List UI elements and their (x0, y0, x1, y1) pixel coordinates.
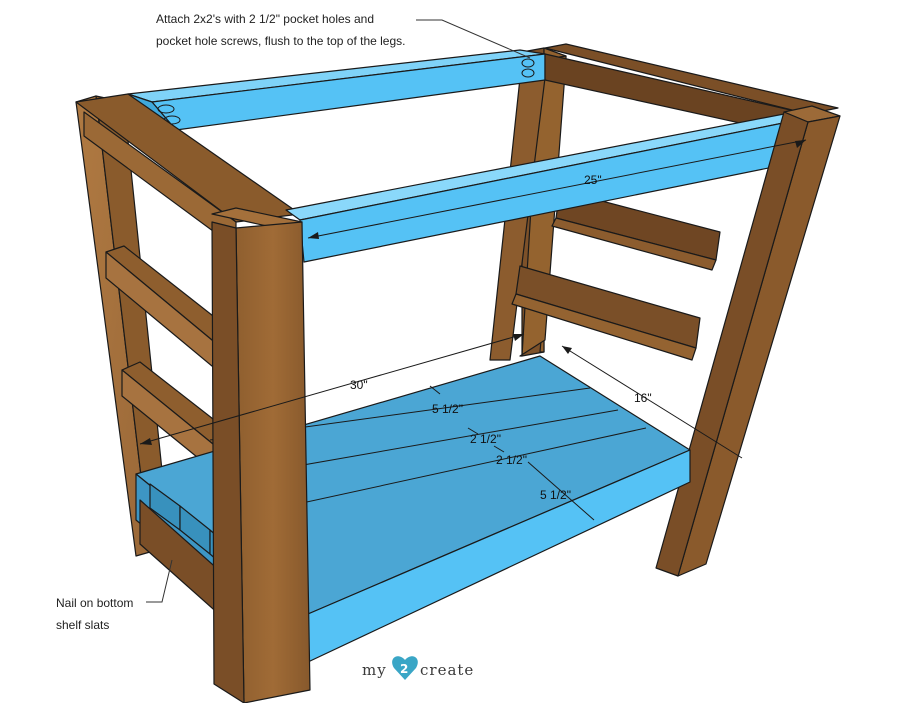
nail-note: Nail on bottom shelf slats (56, 592, 133, 636)
svg-text:my: my (362, 661, 387, 679)
front-right-leg (655, 105, 841, 577)
dim-label-slat-4: 5 1/2" (540, 488, 571, 502)
heart-icon (392, 656, 418, 680)
dim-label-slat-1: 5 1/2" (432, 402, 463, 416)
dim-shelf-length: 30" (139, 333, 525, 445)
dim-apron-width: 25" (307, 139, 807, 239)
dim-label-shelf-length: 30" (350, 378, 368, 392)
my-love-2-create-logo: my 2 create (362, 656, 474, 680)
slat-seam (269, 427, 647, 511)
attach-note-line-1: Attach 2x2's with 2 1/2" pocket holes an… (156, 12, 375, 26)
svg-text:create: create (420, 661, 474, 679)
dim-slat-4: 5 1/2" (527, 461, 595, 521)
svg-text:2: 2 (400, 662, 408, 676)
attach-note: Attach 2x2's with 2 1/2" pocket holes an… (156, 8, 405, 52)
dim-shelf-depth: 16" (561, 345, 743, 459)
right-side-lower-rail (511, 265, 701, 361)
front-left-leg (211, 207, 311, 703)
back-apron (127, 49, 546, 131)
dim-label-shelf-depth: 16" (634, 391, 652, 405)
dim-label-slat-3: 2 1/2" (496, 453, 527, 467)
dim-label-apron-width: 25" (584, 173, 602, 187)
pocket-hole-icon (521, 58, 535, 68)
nail-note-line-1: Nail on bottom (56, 596, 134, 610)
top-right-side-rail (544, 43, 839, 139)
pocket-hole-icon (157, 104, 175, 114)
dim-label-slat-2: 2 1/2" (470, 432, 501, 446)
pocket-hole-icon (521, 68, 535, 78)
nail-note-line-2: shelf slats (56, 618, 110, 632)
attach-note-leader (416, 19, 531, 59)
attach-note-line-2: pocket hole screws, flush to the top of … (156, 34, 406, 48)
dim-slat-3: 2 1/2" (493, 445, 527, 467)
dim-slat-2: 2 1/2" (467, 427, 501, 446)
dim-slat-1: 5 1/2" (429, 385, 463, 416)
nail-note-leader (146, 559, 173, 603)
